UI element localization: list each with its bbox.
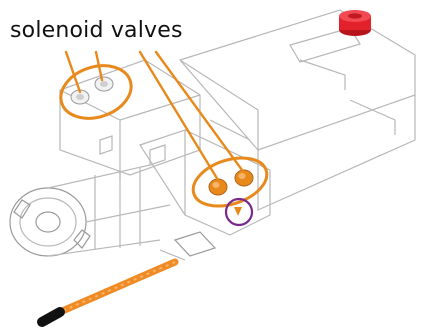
hand-pump-lever-icon	[37, 258, 179, 327]
solenoid-valve-pair-right	[208, 169, 254, 196]
solenoid-valves-label: solenoid valves	[10, 18, 183, 43]
reservoir-tank	[178, 9, 416, 211]
callout-line-3	[138, 50, 220, 182]
red-fill-cap-icon	[339, 10, 371, 36]
callout-lines	[64, 50, 244, 182]
motor-housing	[9, 164, 217, 261]
pressure-fitting	[234, 207, 242, 216]
callout-ellipse-right	[191, 156, 269, 208]
highlight-circle	[224, 197, 254, 227]
callout-ellipse-left	[59, 64, 133, 120]
callout-line-1	[64, 50, 82, 94]
callout-line-4	[154, 50, 244, 172]
